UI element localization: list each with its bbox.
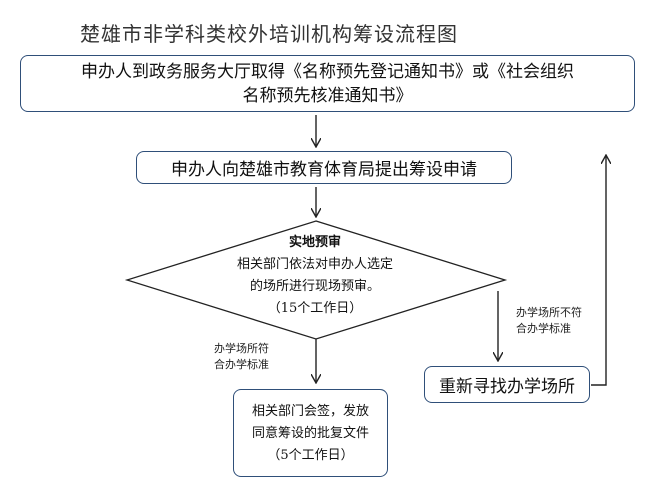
step-approval-line1: 相关部门会签，发放 xyxy=(251,404,369,419)
condition-site-pass-line2: 合办学标准 xyxy=(214,358,269,371)
step-approval-line2: 同意筹设的批复文件 xyxy=(251,426,369,441)
arrow-refind-loop-back xyxy=(591,156,606,386)
step-site-review-line2: 的场所进行现场预审。 xyxy=(249,279,380,294)
step-refind-site-label: 重新寻找办学场所 xyxy=(439,377,575,397)
step-site-review-line1: 相关部门依法对申办人选定 xyxy=(236,257,393,272)
step-refind-site: 重新寻找办学场所 xyxy=(424,366,590,403)
step-obtain-name-notice-line1: 申办人到政务服务大厅取得《名称预先登记通知书》或《社会组织 xyxy=(81,61,574,82)
step-obtain-name-notice-line2: 名称预先核准通知书》 xyxy=(242,85,413,106)
step-submit-application: 申办人向楚雄市教育体育局提出筹设申请 xyxy=(136,151,512,184)
condition-site-pass: 办学场所符 合办学标准 xyxy=(214,341,269,373)
step-site-review-duration: （15个工作日） xyxy=(267,301,363,316)
step-approval-duration: （5个工作日） xyxy=(267,448,354,463)
step-submit-application-label: 申办人向楚雄市教育体育局提出筹设申请 xyxy=(171,160,477,180)
step-obtain-name-notice: 申办人到政务服务大厅取得《名称预先登记通知书》或《社会组织 名称预先核准通知书》 xyxy=(20,55,635,112)
condition-site-fail-line2: 合办学标准 xyxy=(516,322,571,335)
step-approval: 相关部门会签，发放 同意筹设的批复文件 （5个工作日） xyxy=(233,389,388,477)
condition-site-fail: 办学场所不符 合办学标准 xyxy=(516,305,582,337)
condition-site-fail-line1: 办学场所不符 xyxy=(516,306,582,319)
step-site-review-heading: 实地预审 xyxy=(288,235,341,250)
condition-site-pass-line1: 办学场所符 xyxy=(214,342,269,355)
step-site-review-text: 实地预审 相关部门依法对申办人选定 的场所进行现场预审。 （15个工作日） xyxy=(215,232,415,320)
page-title: 楚雄市非学科类校外培训机构筹设流程图 xyxy=(80,22,458,46)
